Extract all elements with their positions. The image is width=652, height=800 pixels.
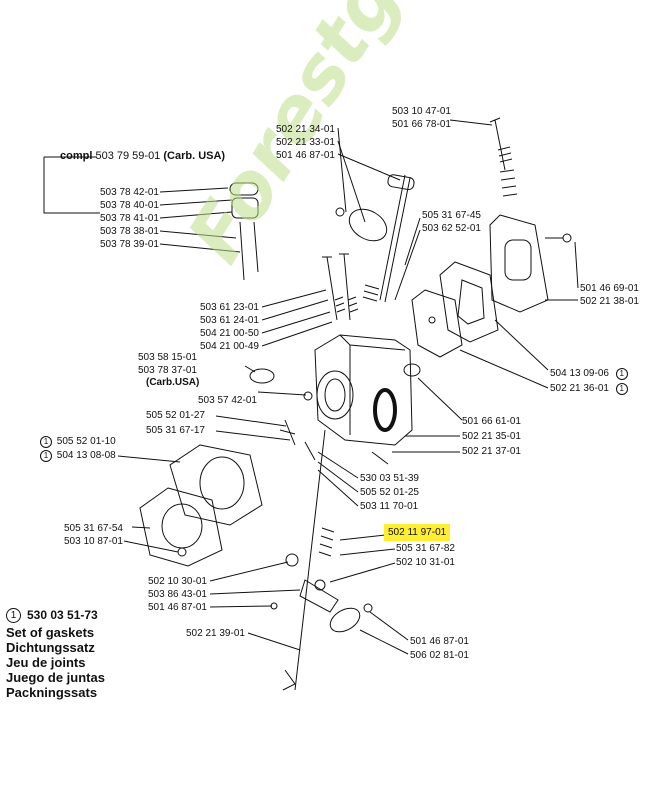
part-label: 502 21 36-01 1 xyxy=(550,383,630,395)
kit-name-es: Juego de juntas xyxy=(6,670,105,685)
spring-screw xyxy=(489,117,518,197)
inlet-screen xyxy=(403,363,421,377)
part-label: 501 46 87-01 xyxy=(148,602,207,613)
part-label: 503 78 40-01 xyxy=(100,200,159,211)
part-label: 504 13 09-06 1 xyxy=(550,368,630,380)
part-label: 503 10 87-01 xyxy=(64,536,123,547)
part-number: 505 52 01-10 xyxy=(56,436,116,447)
highlighted-part-label: 502 11 97-01 xyxy=(384,524,451,541)
choke-shaft xyxy=(294,429,326,691)
part-label: 505 52 01-27 xyxy=(146,410,205,421)
part-label: (Carb.USA) xyxy=(146,377,200,388)
kit-name-en: Set of gaskets xyxy=(6,625,95,640)
throttle-shaft xyxy=(379,174,411,303)
throttle-plate xyxy=(348,208,388,242)
part-label: 503 78 42-01 xyxy=(100,187,159,198)
part-label: 503 86 43-01 xyxy=(148,589,207,600)
part-label: 505 31 67-45 xyxy=(422,210,481,221)
kit-marker-icon: 1 xyxy=(615,383,628,395)
part-label: 502 21 37-01 xyxy=(462,446,521,457)
part-label: 501 66 61-01 xyxy=(462,416,521,427)
part-label: 502 10 31-01 xyxy=(396,557,455,568)
part-label: 503 78 37-01 xyxy=(138,365,197,376)
part-label: 502 21 33-01 xyxy=(276,137,335,148)
kit-number: 1 530 03 51-73 xyxy=(6,608,98,623)
kit-marker-icon: 1 xyxy=(40,450,52,462)
part-label: 505 31 67-82 xyxy=(396,543,455,554)
part-label: 506 02 81-01 xyxy=(410,650,469,661)
part-number: 502 21 36-01 xyxy=(550,383,609,394)
part-label: 502 21 38-01 xyxy=(580,296,639,307)
filter-part xyxy=(231,197,259,219)
part-label: 503 10 47-01 xyxy=(392,106,451,117)
part-label: 530 03 51-39 xyxy=(360,473,419,484)
pump-gasket xyxy=(439,261,499,343)
part-label: 504 21 00-50 xyxy=(200,328,259,339)
part-label: 503 78 38-01 xyxy=(100,226,159,237)
part-label: 501 66 78-01 xyxy=(392,119,451,130)
kit-marker-icon: 1 xyxy=(40,436,52,448)
part-label: 503 78 39-01 xyxy=(100,239,159,250)
choke-plate xyxy=(329,607,361,633)
needle-screw-1 xyxy=(322,256,346,321)
part-label: 505 31 67-54 xyxy=(64,523,123,534)
compl-label: compl 503 79 59-01 (Carb. USA) xyxy=(60,151,225,162)
compl-number: 503 79 59-01 xyxy=(95,150,161,162)
part-label: 503 11 70-01 xyxy=(360,501,419,512)
pump-diaphragm xyxy=(411,289,463,358)
needle-screw-2 xyxy=(339,253,359,321)
part-number: 504 13 08-08 xyxy=(56,450,116,461)
kit-name-fr: Jeu de joints xyxy=(6,655,86,670)
part-label: 503 62 52-01 xyxy=(422,223,481,234)
compl-note: (Carb. USA) xyxy=(163,150,226,162)
part-label: 1 505 52 01-10 xyxy=(40,436,116,448)
part-label: 502 21 39-01 xyxy=(186,628,245,639)
group-bracket xyxy=(43,156,100,214)
part-label: 503 78 41-01 xyxy=(100,213,159,224)
metering-gasket xyxy=(169,444,263,526)
fuel-fitting xyxy=(249,368,275,384)
kit-part-number: 530 03 51-73 xyxy=(27,608,98,622)
part-label: 502 21 35-01 xyxy=(462,431,521,442)
kit-name-de: Dichtungssatz xyxy=(6,640,95,655)
part-label: 505 31 67-17 xyxy=(146,425,205,436)
part-label: 504 21 00-49 xyxy=(200,341,259,352)
pump-cover xyxy=(489,214,549,313)
carburetor-body xyxy=(314,334,413,446)
part-number: 504 13 09-06 xyxy=(550,368,609,379)
metering-diaphragm xyxy=(139,487,223,567)
part-label: 501 46 87-01 xyxy=(276,150,335,161)
part-label: 502 10 30-01 xyxy=(148,576,207,587)
compl-prefix: compl xyxy=(60,150,93,162)
part-label: 501 46 87-01 xyxy=(410,636,469,647)
kit-marker-icon: 1 xyxy=(615,368,628,380)
part-label: 501 46 69-01 xyxy=(580,283,639,294)
gasket-ring-part xyxy=(229,182,259,196)
kit-name-sv: Packningssats xyxy=(6,685,98,700)
part-label: 503 58 15-01 xyxy=(138,352,197,363)
kit-marker-icon: 1 xyxy=(6,608,21,623)
part-label: 1 504 13 08-08 xyxy=(40,450,116,462)
part-label: 505 52 01-25 xyxy=(360,487,419,498)
part-label: 503 61 23-01 xyxy=(200,302,259,313)
part-label: 502 21 34-01 xyxy=(276,124,335,135)
part-label: 503 61 24-01 xyxy=(200,315,259,326)
part-label: 503 57 42-01 xyxy=(198,395,257,406)
